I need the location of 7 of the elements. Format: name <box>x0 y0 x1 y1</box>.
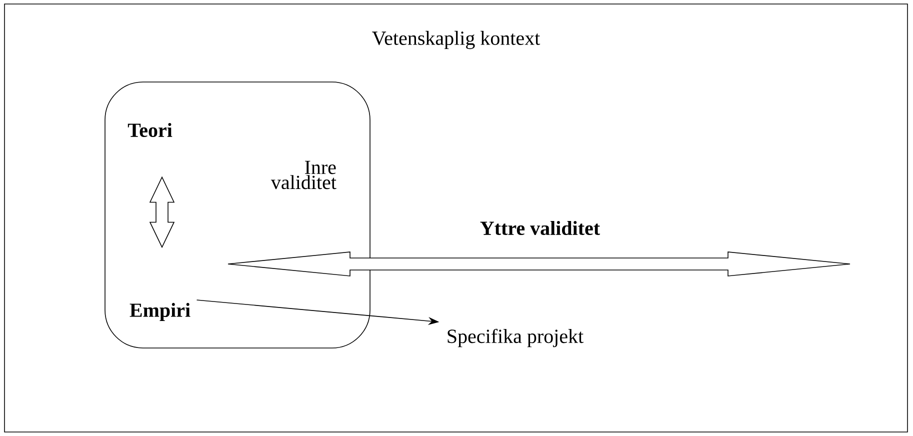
node-text: Specifika projekt <box>448 328 584 348</box>
node-text: Empiri <box>130 302 190 322</box>
heading: Vetenskaplig kontext <box>372 30 540 50</box>
box-label: Inre validitet <box>270 160 336 190</box>
node-text: Teori <box>128 122 172 138</box>
edge-label: Yttre validitet <box>480 220 600 236</box>
arrow <box>228 252 850 276</box>
